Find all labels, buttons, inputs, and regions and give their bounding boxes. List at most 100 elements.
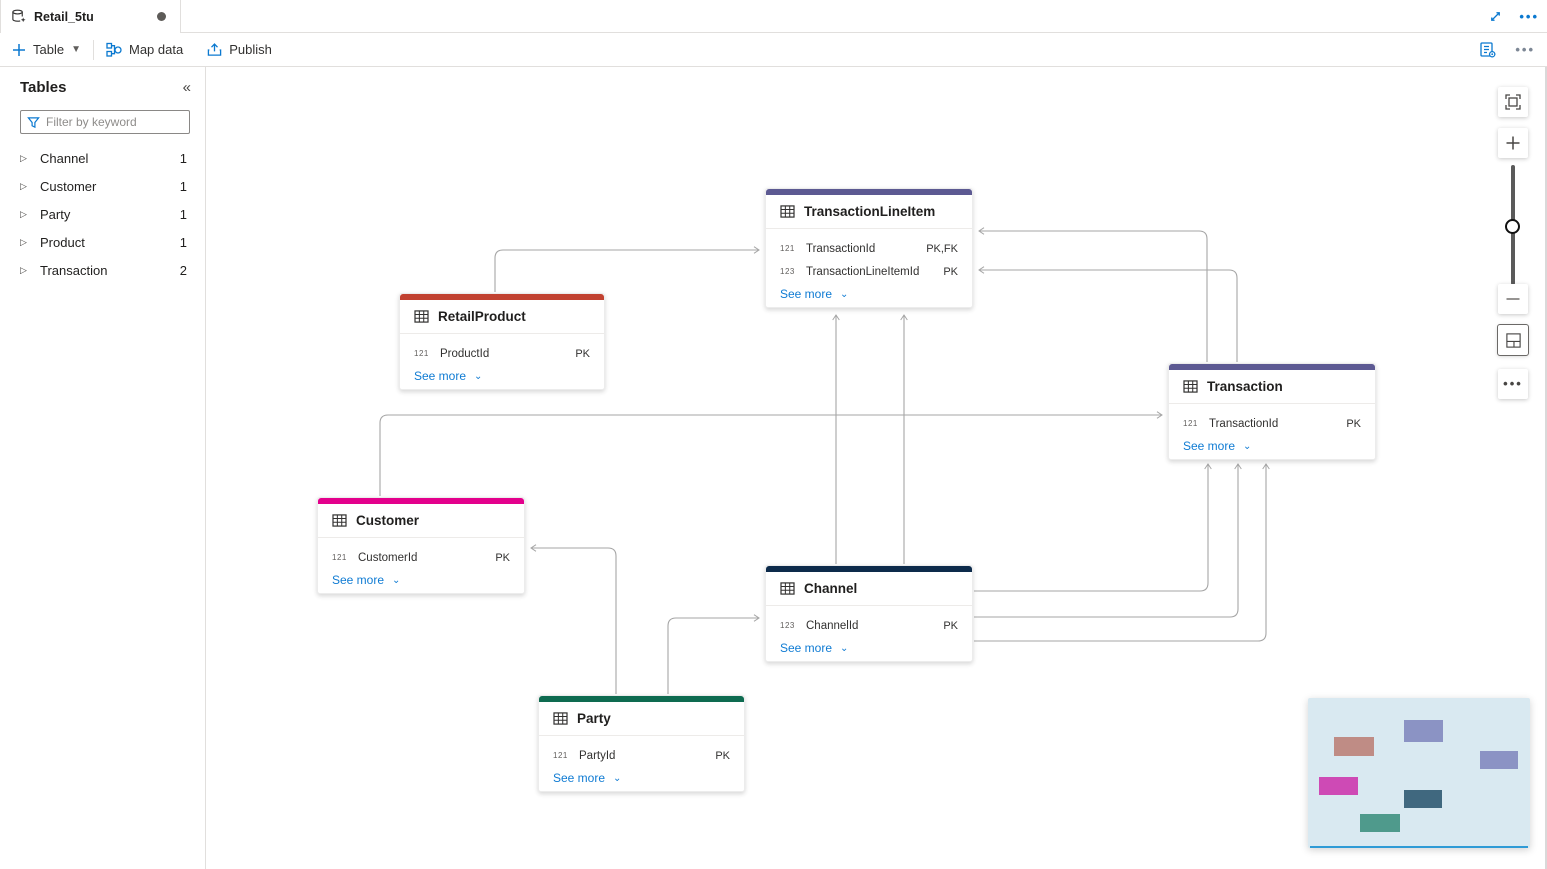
- map-data-label: Map data: [128, 42, 184, 57]
- number-type-icon: 121: [1183, 419, 1198, 428]
- sidebar-item-party[interactable]: ▷ Party 1: [0, 200, 205, 228]
- fit-to-screen-icon: [1505, 94, 1521, 110]
- expand-diagonal-icon[interactable]: [1488, 9, 1503, 24]
- map-data-icon: [106, 42, 122, 57]
- table-icon: [780, 582, 795, 595]
- see-more-link[interactable]: See more ⌄: [780, 641, 958, 655]
- view-settings-icon[interactable]: [1479, 41, 1497, 59]
- field-row[interactable]: 121 ProductId PK: [414, 342, 590, 365]
- table-icon: [414, 310, 429, 323]
- sidebar-item-transaction[interactable]: ▷ Transaction 2: [0, 256, 205, 284]
- plus-icon: [13, 43, 25, 56]
- toolbar-divider: [92, 39, 94, 60]
- expander-chevron-icon[interactable]: ▷: [20, 208, 27, 219]
- see-more-label: See more: [332, 573, 385, 587]
- minimap[interactable]: [1308, 698, 1530, 848]
- field-name: PartyId: [579, 749, 616, 762]
- expander-chevron-icon[interactable]: ▷: [20, 264, 27, 275]
- minimap-rect-party: [1360, 814, 1400, 832]
- see-more-link[interactable]: See more ⌄: [553, 771, 730, 785]
- filter-box[interactable]: [20, 110, 190, 134]
- zoom-out-button[interactable]: [1498, 284, 1528, 314]
- key-badge: PK: [943, 619, 958, 632]
- entity-party[interactable]: Party 121 PartyId PK See more ⌄: [538, 695, 745, 792]
- publish-button[interactable]: Publish: [195, 33, 284, 66]
- zoom-in-button[interactable]: [1498, 128, 1528, 158]
- fit-to-screen-button[interactable]: [1498, 87, 1528, 117]
- entity-channel[interactable]: Channel 123 ChannelId PK See more ⌄: [765, 565, 973, 662]
- see-more-link[interactable]: See more ⌄: [414, 369, 590, 383]
- number-type-icon: 123: [780, 621, 795, 630]
- sidebar-item-product[interactable]: ▷ Product 1: [0, 228, 205, 256]
- see-more-label: See more: [414, 369, 467, 383]
- sidebar-item-customer[interactable]: ▷ Customer 1: [0, 172, 205, 200]
- field-name: TransactionId: [1209, 417, 1279, 430]
- entity-accent-bar: [766, 189, 972, 195]
- database-icon: [12, 9, 26, 23]
- table-icon: [1183, 380, 1198, 393]
- entity-retailproduct[interactable]: RetailProduct 121 ProductId PK See more …: [399, 293, 605, 390]
- entity-accent-bar: [766, 566, 972, 572]
- entity-transaction[interactable]: Transaction 121 TransactionId PK See mor…: [1168, 363, 1376, 460]
- entity-customer[interactable]: Customer 121 CustomerId PK See more ⌄: [317, 497, 525, 594]
- zoom-slider-thumb[interactable]: [1505, 219, 1520, 234]
- tables-panel: Tables « ▷ Channel 1 ▷ Customer 1 ▷ Part…: [0, 67, 206, 869]
- minimap-rect-retailproduct: [1334, 737, 1374, 756]
- minimap-toggle-button[interactable]: [1497, 324, 1529, 356]
- expander-chevron-icon[interactable]: ▷: [20, 180, 27, 191]
- vertical-scrollbar[interactable]: [1545, 67, 1547, 869]
- field-row[interactable]: 121 TransactionId PK: [1183, 412, 1361, 435]
- tab-title: Retail_5tu: [34, 9, 94, 24]
- add-table-button[interactable]: Table ▼: [0, 33, 93, 66]
- minimap-rect-transactionlineitem: [1404, 720, 1443, 742]
- key-badge: PK: [575, 347, 590, 360]
- see-more-link[interactable]: See more ⌄: [780, 287, 958, 301]
- see-more-link[interactable]: See more ⌄: [332, 573, 510, 587]
- sidebar-item-channel[interactable]: ▷ Channel 1: [0, 144, 205, 172]
- field-row[interactable]: 121 PartyId PK: [553, 744, 730, 767]
- field-row[interactable]: 121 CustomerId PK: [332, 546, 510, 569]
- minimap-rect-customer: [1319, 777, 1358, 795]
- number-type-icon: 121: [414, 349, 429, 358]
- field-name: ProductId: [440, 347, 490, 360]
- expander-chevron-icon[interactable]: ▷: [20, 152, 27, 163]
- publish-label: Publish: [229, 42, 272, 57]
- filter-input[interactable]: [46, 115, 166, 129]
- entity-transactionlineitem[interactable]: TransactionLineItem 121 TransactionId PK…: [765, 188, 973, 308]
- minimap-icon: [1505, 332, 1521, 348]
- entity-title: RetailProduct: [438, 309, 526, 324]
- map-data-button[interactable]: Map data: [94, 33, 195, 66]
- minimap-rect-transaction: [1480, 751, 1518, 769]
- field-row[interactable]: 123 TransactionLineItemId PK: [780, 260, 958, 283]
- tab-retail-5tu[interactable]: Retail_5tu: [0, 0, 181, 33]
- see-more-label: See more: [780, 641, 833, 655]
- see-more-label: See more: [553, 771, 606, 785]
- tables-panel-title: Tables: [20, 79, 67, 96]
- tables-list: ▷ Channel 1 ▷ Customer 1 ▷ Party 1 ▷ Pro…: [0, 144, 205, 284]
- entity-title: Channel: [804, 581, 858, 596]
- entity-accent-bar: [539, 696, 744, 702]
- number-type-icon: 121: [780, 244, 795, 253]
- table-group-label: Channel: [40, 150, 89, 166]
- expander-chevron-icon[interactable]: ▷: [20, 236, 27, 247]
- field-row[interactable]: 123 ChannelId PK: [780, 614, 958, 637]
- entity-title: Transaction: [1207, 379, 1283, 394]
- chevron-down-icon: ⌄: [840, 642, 849, 654]
- field-name: TransactionId: [806, 242, 876, 255]
- see-more-link[interactable]: See more ⌄: [1183, 439, 1361, 453]
- chevron-down-icon: ▼: [71, 44, 81, 55]
- table-group-count: 1: [179, 206, 187, 222]
- field-row[interactable]: 121 TransactionId PK,FK: [780, 237, 958, 260]
- tab-more-options-icon[interactable]: •••: [1519, 8, 1539, 24]
- field-name: ChannelId: [806, 619, 859, 632]
- table-group-label: Customer: [40, 178, 97, 194]
- table-group-count: 1: [179, 150, 187, 166]
- key-badge: PK,FK: [926, 242, 958, 255]
- add-table-label: Table: [33, 42, 65, 57]
- table-group-count: 2: [179, 262, 187, 278]
- canvas-more-options-button[interactable]: •••: [1498, 369, 1528, 399]
- key-badge: PK: [495, 551, 510, 564]
- collapse-panel-icon[interactable]: «: [182, 79, 191, 96]
- toolbar-more-options-icon[interactable]: •••: [1515, 41, 1535, 57]
